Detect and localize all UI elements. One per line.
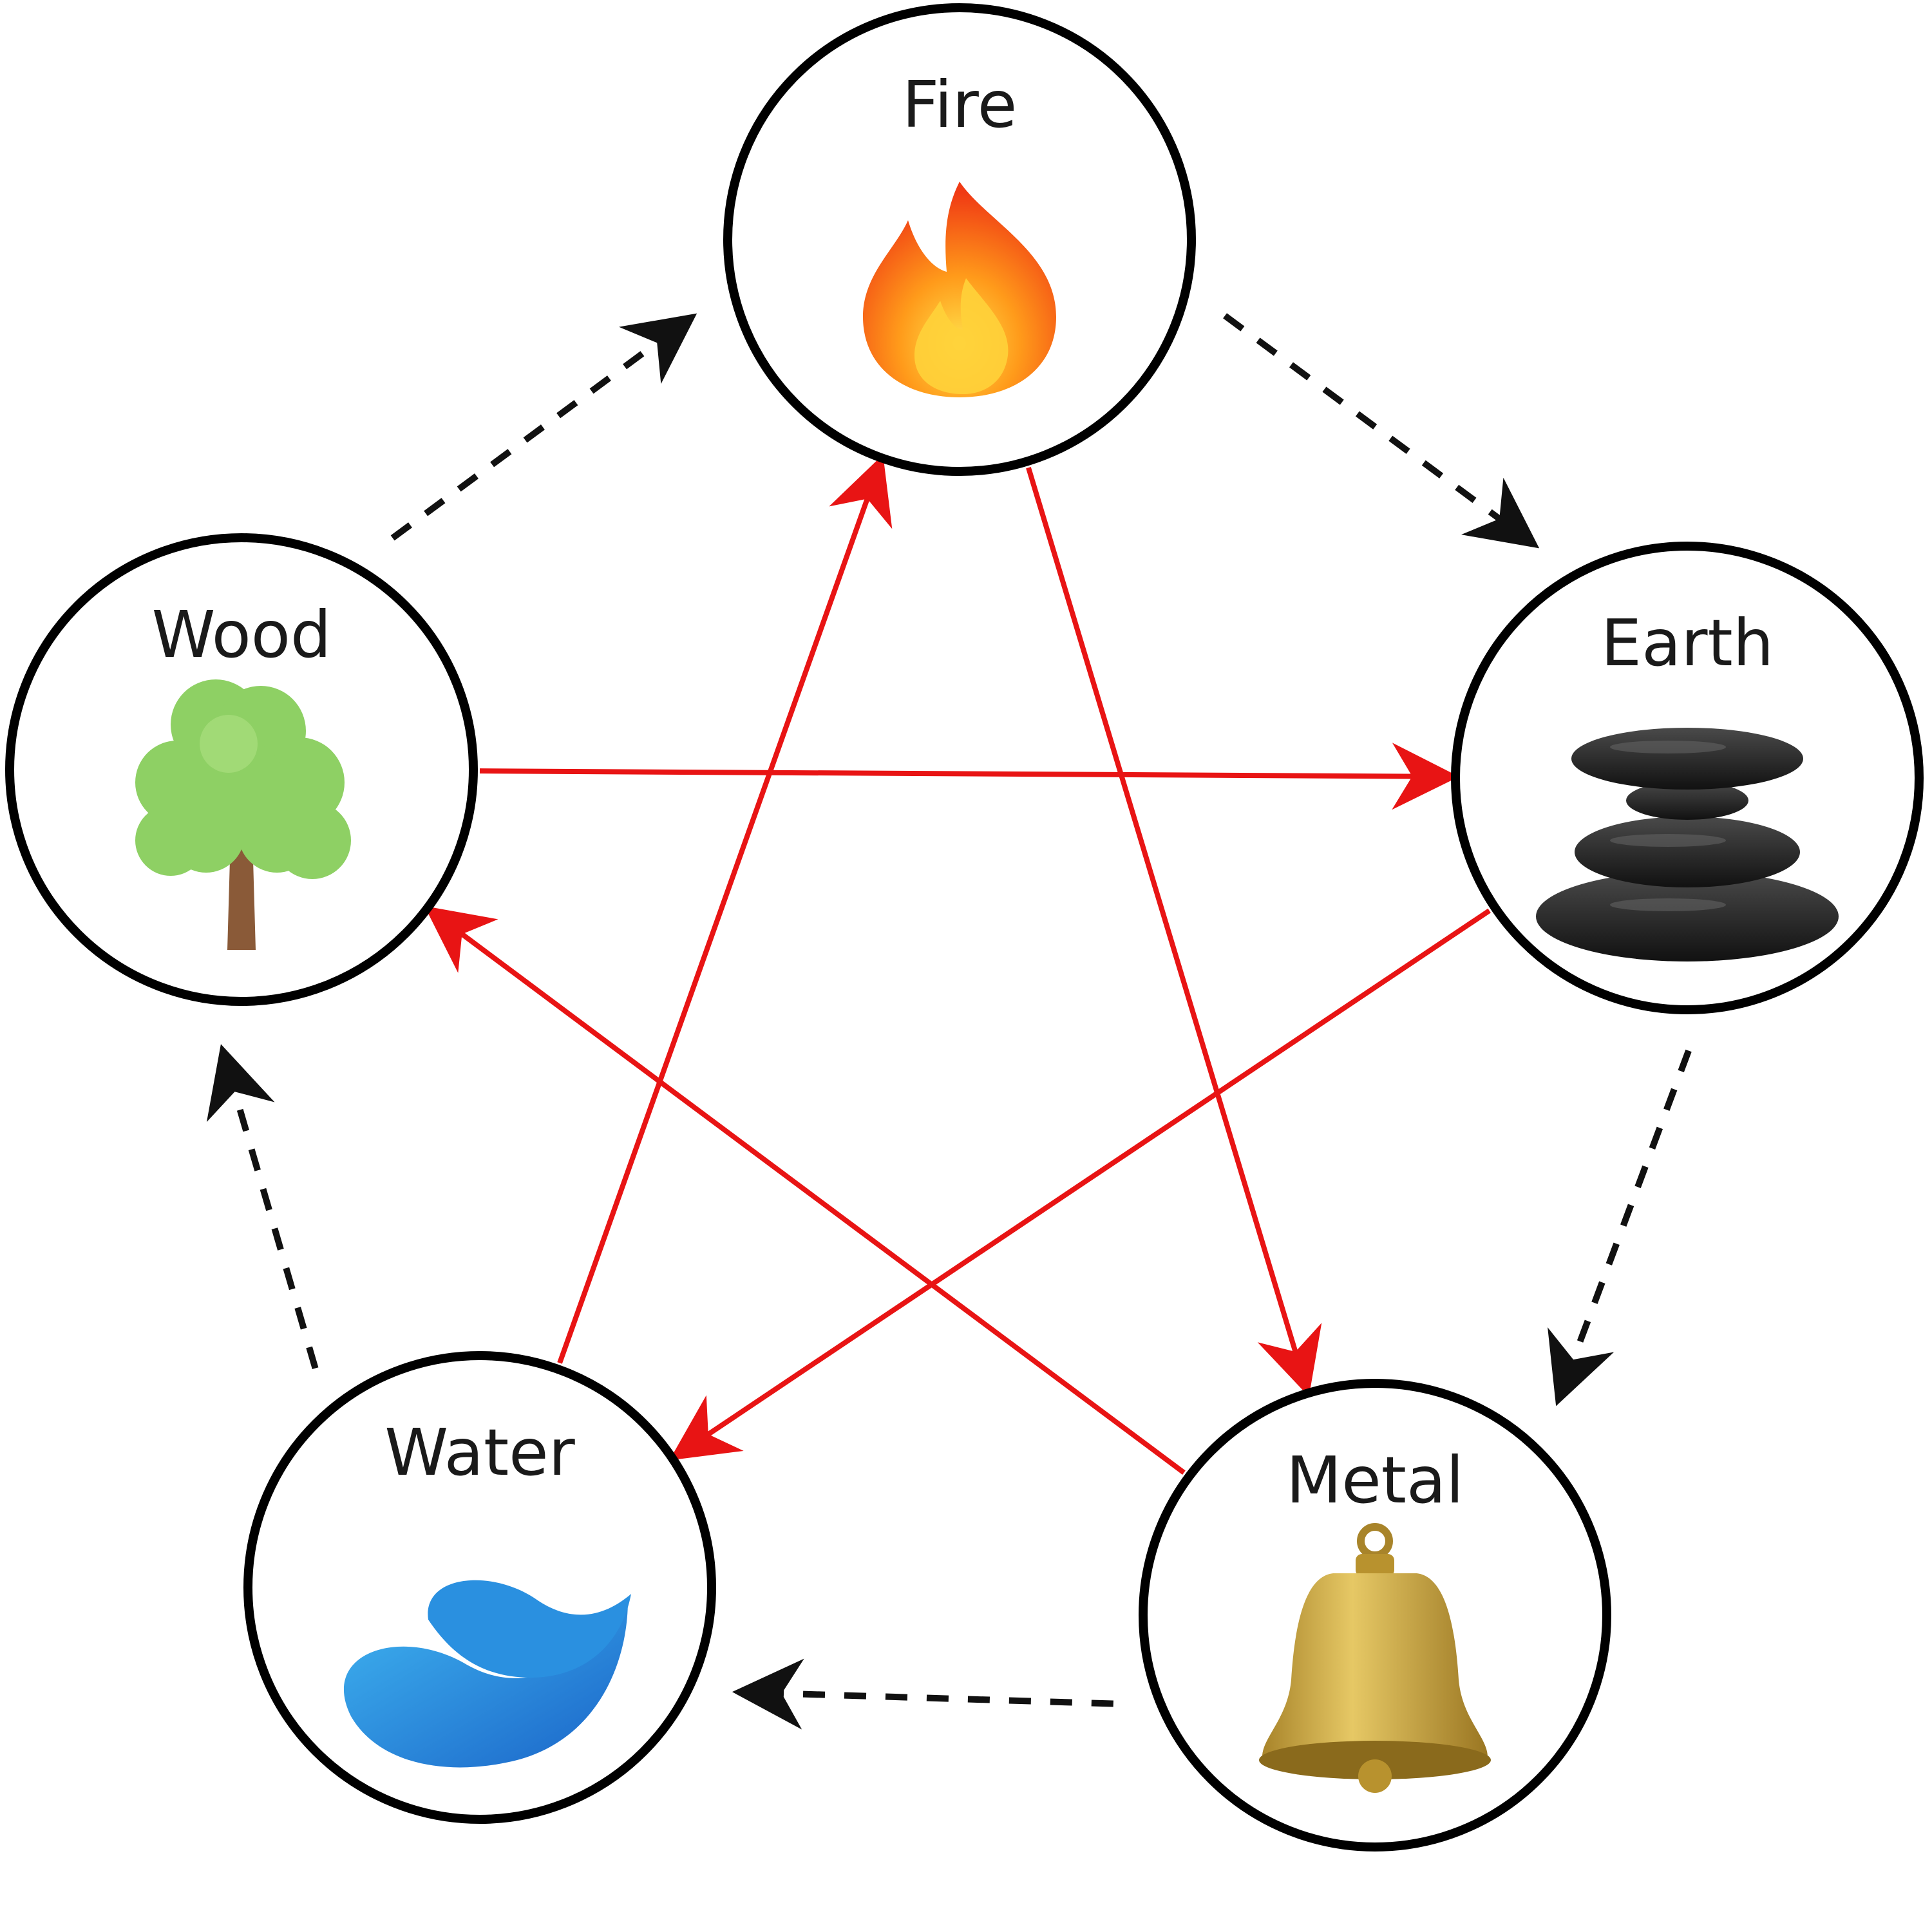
element-node-water: Water [243,1351,716,1824]
controlling-arrow-fire-to-metal [1026,467,1322,1397]
node-label: Wood [152,597,332,672]
bell-icon [1259,1523,1491,1793]
generating-arrow-metal-to-water [732,1658,1113,1730]
controlling-cycle [424,454,1491,1475]
generating-arrow-water-to-wood [206,1044,319,1370]
tree-icon [135,679,351,950]
generating-arrow-earth-to-metal [1548,1049,1692,1406]
flame-icon [863,182,1056,397]
water-wave-icon [343,1580,631,1768]
stacked-stones-icon [1536,728,1839,961]
element-node-wood: Wood [5,533,478,1006]
node-label: Metal [1286,1443,1464,1518]
node-label: Water [384,1415,575,1490]
controlling-arrow-earth-to-water [669,908,1491,1461]
controlling-arrow-wood-to-earth [479,743,1459,810]
generating-arrow-wood-to-fire [390,313,697,541]
node-label: Earth [1601,605,1774,681]
element-node-metal: Metal [1139,1379,1611,1852]
controlling-arrow-water-to-fire [557,454,893,1364]
generating-cycle [206,313,1692,1730]
node-label: Fire [902,67,1017,142]
generating-arrow-fire-to-earth [1223,313,1540,549]
element-node-fire: Fire [723,3,1196,476]
element-node-earth: Earth [1451,542,1924,1014]
controlling-arrow-metal-to-wood [424,905,1186,1475]
